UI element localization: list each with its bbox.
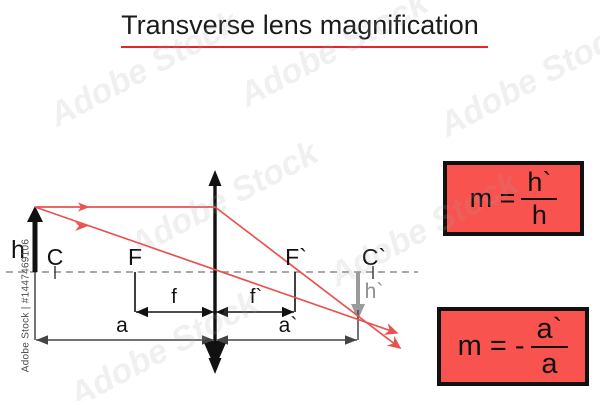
formula-2-denominator: a bbox=[541, 347, 558, 380]
formula-magnification-height: m = h` h bbox=[443, 161, 584, 236]
formula-2-fraction: a` a bbox=[530, 313, 569, 380]
watermark-credit: Adobe Stock | #1447469106 bbox=[20, 238, 32, 373]
label-focus-right: F` bbox=[285, 244, 307, 270]
formula-1-numerator: h` bbox=[527, 167, 552, 198]
formula-1-fraction-bar bbox=[521, 197, 558, 200]
formula-2-lead: m = - bbox=[457, 330, 525, 362]
label-focus-left: F bbox=[128, 244, 142, 270]
formula-magnification-distance: m = - a` a bbox=[437, 307, 589, 386]
label-focal-left: f bbox=[171, 286, 177, 308]
page-title: Transverse lens magnification bbox=[121, 10, 479, 40]
ray-center-arrowhead bbox=[75, 222, 88, 231]
ray-parallel-refracted bbox=[214, 206, 402, 350]
label-center-left: C bbox=[47, 244, 64, 270]
formula-2-numerator: a` bbox=[536, 313, 563, 346]
label-focal-right: f` bbox=[250, 286, 262, 308]
label-center-right: C` bbox=[362, 244, 386, 270]
label-image-distance: a` bbox=[279, 314, 298, 337]
object-arrow-head bbox=[27, 206, 43, 222]
title-underline bbox=[121, 46, 488, 48]
formula-2-fraction-bar bbox=[530, 345, 569, 348]
lens-arrow-bottom bbox=[208, 358, 222, 374]
label-image-height: h` bbox=[365, 280, 384, 303]
lens-arrow-top bbox=[208, 170, 222, 186]
ray-through-center bbox=[34, 206, 399, 335]
formula-1-fraction: h` h bbox=[521, 167, 558, 230]
label-object-distance: a bbox=[116, 314, 128, 337]
label-object-height: h bbox=[11, 236, 25, 264]
ray-parallel-arrowhead bbox=[78, 202, 90, 212]
formula-1-lead: m = bbox=[469, 183, 516, 213]
formula-1-denominator: h bbox=[531, 199, 547, 230]
